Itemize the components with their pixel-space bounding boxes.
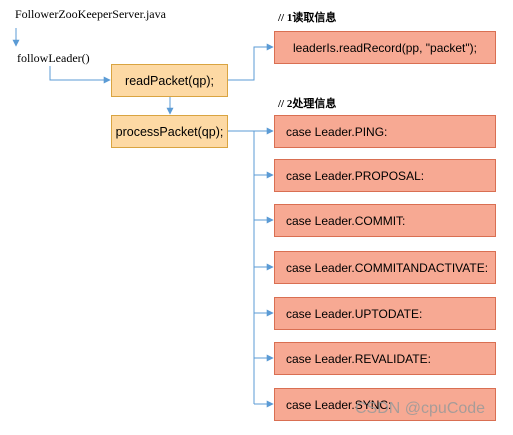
note-process: // 2处理信息	[278, 98, 337, 110]
case-box: case Leader.COMMITANDACTIVATE:	[274, 251, 496, 284]
case-box: case Leader.UPTODATE:	[274, 297, 496, 330]
case-box: case Leader.REVALIDATE:	[274, 342, 496, 375]
case-box: case Leader.PING:	[274, 115, 496, 148]
read-packet-box: readPacket(qp);	[111, 64, 228, 97]
source-file-label: FollowerZooKeeperServer.java	[15, 7, 166, 21]
case-box: case Leader.PROPOSAL:	[274, 159, 496, 192]
case-box: case Leader.SYNC:	[274, 388, 496, 421]
method-label: followLeader()	[17, 51, 90, 65]
read-record-box: leaderIs.readRecord(pp, "packet");	[274, 31, 496, 64]
watermark: CSDN @cpuCode	[355, 400, 486, 417]
case-box: case Leader.COMMIT:	[274, 204, 496, 237]
process-packet-box: processPacket(qp);	[111, 115, 228, 148]
note-read: // 1读取信息	[278, 12, 337, 24]
